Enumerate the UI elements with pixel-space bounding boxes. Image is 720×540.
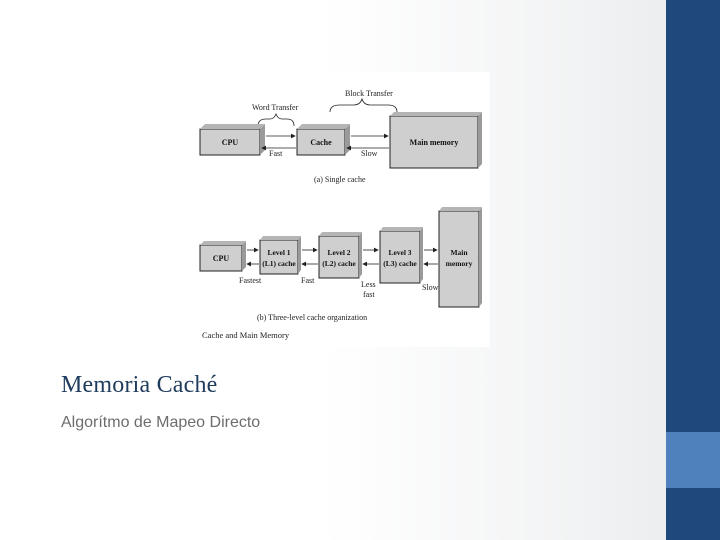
cpu-box-b-side	[242, 241, 246, 271]
fast-label-b: Fast	[301, 276, 315, 285]
l3-label-1: Level 3	[388, 248, 411, 257]
cache-box-side	[345, 124, 350, 155]
main-memory-box-top	[390, 112, 482, 116]
l1-cache-box-top	[260, 236, 301, 240]
cache-box-top	[297, 124, 350, 129]
slow-label-a: Slow	[361, 149, 378, 158]
l2-label-1: Level 2	[327, 248, 350, 257]
cpu-box-top	[200, 124, 265, 129]
l3-cache-box-side	[420, 227, 423, 283]
main-memory-box-side	[478, 112, 482, 168]
slide-subtitle: Algorítmo de Mapeo Directo	[61, 414, 261, 431]
l3-cache-box	[379, 230, 421, 284]
cpu-label-b: CPU	[213, 254, 230, 263]
cpu-label: CPU	[222, 138, 239, 147]
l1-cache-box	[259, 239, 299, 275]
main-memory-box-b-side	[479, 207, 482, 307]
slide-title: Memoria Caché	[61, 372, 218, 398]
l1-label-1: Level 1	[267, 248, 290, 257]
cpu-box-b-top	[200, 241, 246, 245]
main-memory-label-b-1: Main	[450, 248, 468, 257]
main-memory-box-b-top	[439, 207, 482, 211]
fast-label-a: Fast	[269, 149, 283, 158]
l3-cache-box-top	[380, 227, 423, 231]
three-level-caption: (b) Three-level cache organization	[257, 313, 367, 322]
cache-label: Cache	[310, 138, 332, 147]
l1-cache-box-side	[298, 236, 301, 274]
right-sidebar-band	[666, 0, 720, 540]
l2-cache-box	[318, 235, 360, 279]
block-transfer-brace	[329, 97, 398, 113]
word-transfer-label: Word Transfer	[252, 103, 299, 112]
word-transfer-brace	[257, 112, 295, 127]
figure-caption: Cache and Main Memory	[202, 330, 290, 340]
slow-label-b: Slow	[422, 283, 439, 292]
block-transfer-label: Block Transfer	[345, 89, 393, 98]
cache-memory-figure: Block Transfer Word Transfer CPU Cache M…	[190, 72, 490, 347]
less-fast-label-1: Less	[361, 280, 376, 289]
single-cache-caption: (a) Single cache	[314, 175, 366, 184]
fastest-label: Fastest	[239, 276, 262, 285]
l2-label-2: (L2) cache	[322, 259, 356, 268]
l2-cache-box-top	[319, 232, 362, 236]
less-fast-label-2: fast	[363, 290, 375, 299]
main-memory-label: Main memory	[410, 138, 459, 147]
l3-label-2: (L3) cache	[383, 259, 417, 268]
l2-cache-box-side	[359, 232, 362, 278]
cpu-box-shadow	[260, 124, 265, 155]
cache-box	[296, 128, 346, 156]
sidebar-accent-block	[666, 432, 720, 488]
main-memory-label-b-2: memory	[446, 259, 473, 268]
l1-label-2: (L1) cache	[262, 259, 296, 268]
